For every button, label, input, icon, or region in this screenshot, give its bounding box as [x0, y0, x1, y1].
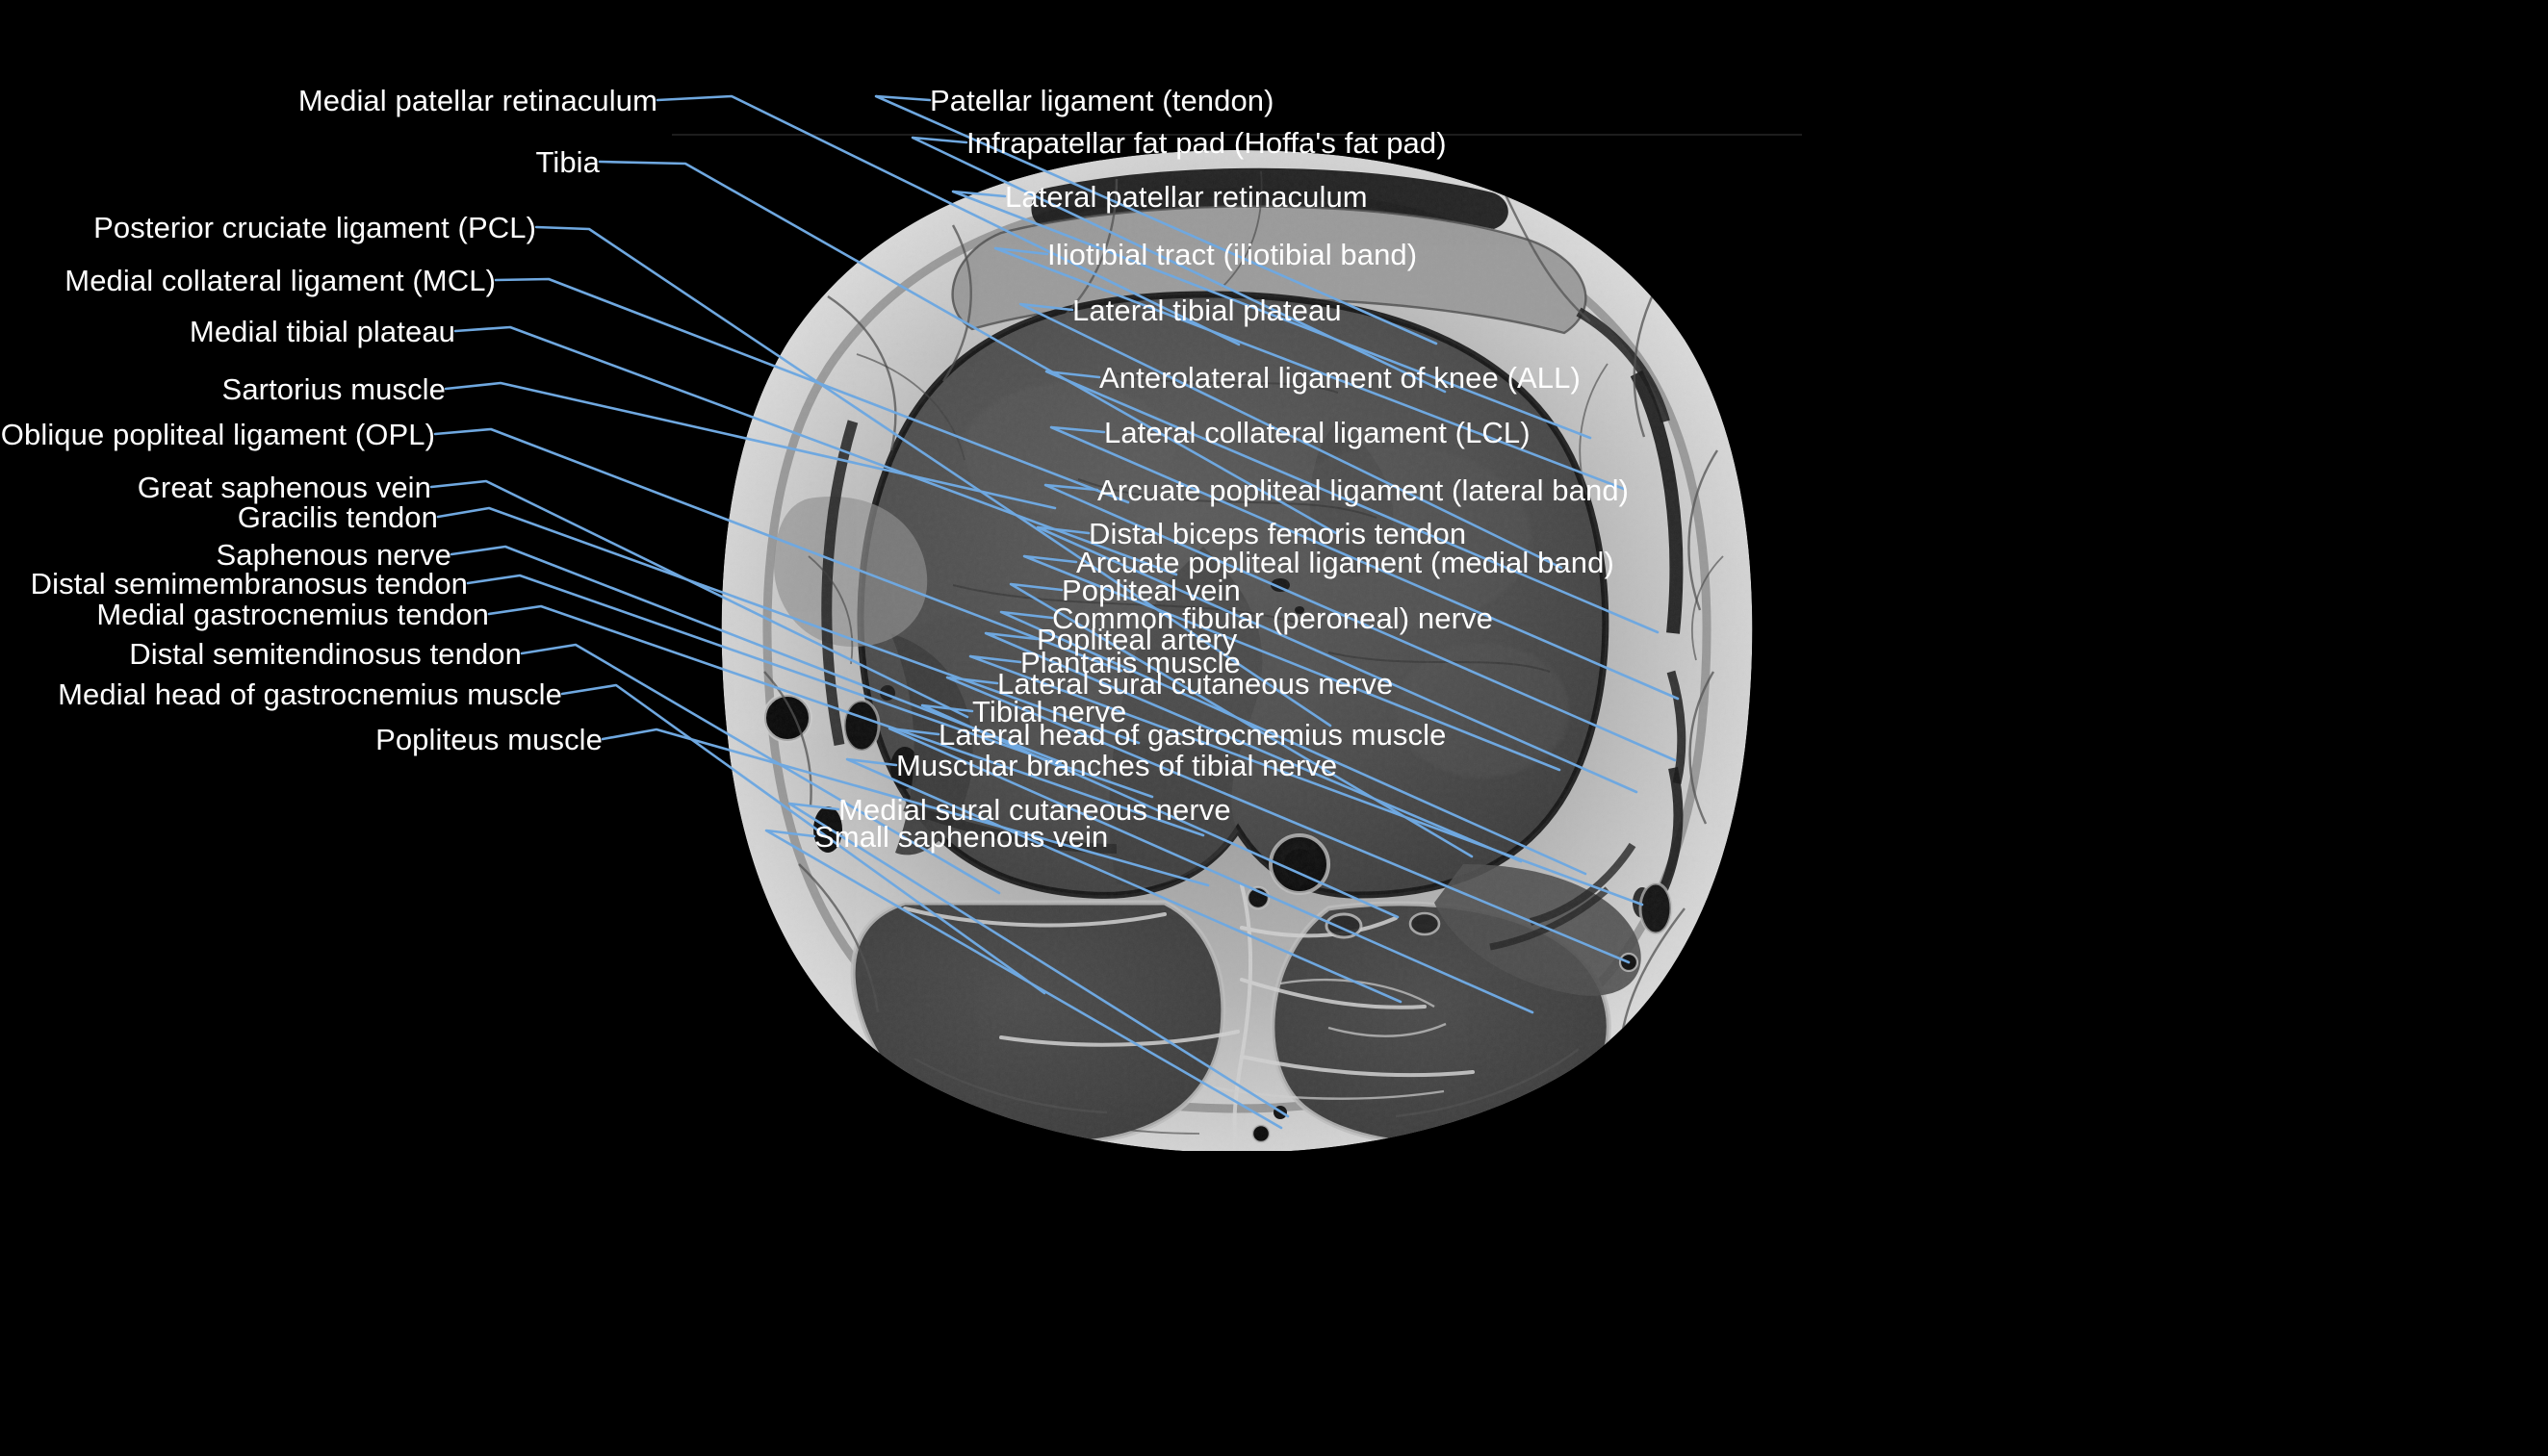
label-anterolateral-ligament: Anterolateral ligament of knee (ALL): [1099, 361, 1581, 395]
label-oblique-popliteal-ligament: Oblique popliteal ligament (OPL): [0, 418, 435, 451]
label-distal-semitendinosus-tendon: Distal semitendinosus tendon: [129, 637, 522, 671]
label-medial-collateral-ligament: Medial collateral ligament (MCL): [64, 264, 496, 297]
label-great-saphenous-vein: Great saphenous vein: [137, 471, 431, 504]
label-medial-patellar-retinaculum: Medial patellar retinaculum: [297, 84, 657, 117]
label-medial-tibial-plateau: Medial tibial plateau: [189, 315, 455, 348]
label-patellar-ligament: Patellar ligament (tendon): [930, 84, 1274, 117]
label-lateral-collateral-ligament: Lateral collateral ligament (LCL): [1104, 416, 1531, 449]
label-arcuate-popliteal-lateral: Arcuate popliteal ligament (lateral band…: [1097, 473, 1630, 507]
label-popliteal-artery: Popliteal artery: [1037, 623, 1238, 656]
label-muscular-branches-tibial-nerve: Muscular branches of tibial nerve: [896, 749, 1338, 782]
label-arcuate-popliteal-medial: Arcuate popliteal ligament (medial band): [1076, 546, 1614, 579]
label-lateral-sural-cutaneous-nerve: Lateral sural cutaneous nerve: [997, 667, 1394, 701]
label-tibia: Tibia: [535, 145, 600, 179]
label-popliteal-vein: Popliteal vein: [1062, 574, 1241, 607]
label-tibial-nerve: Tibial nerve: [972, 695, 1127, 728]
label-small-saphenous-vein: Small saphenous vein: [814, 820, 1109, 854]
label-distal-biceps-femoris-tendon: Distal biceps femoris tendon: [1089, 517, 1467, 550]
label-posterior-cruciate-ligament: Posterior cruciate ligament (PCL): [93, 211, 536, 244]
label-medial-head-gastrocnemius: Medial head of gastrocnemius muscle: [58, 677, 562, 711]
label-iliotibial-tract: Iliotibial tract (iliotibial band): [1047, 238, 1418, 271]
label-common-fibular-nerve: Common fibular (peroneal) nerve: [1052, 601, 1493, 635]
label-lateral-patellar-retinaculum: Lateral patellar retinaculum: [1005, 180, 1368, 214]
label-distal-semimembranosus-tendon: Distal semimembranosus tendon: [30, 567, 468, 600]
label-sartorius-muscle: Sartorius muscle: [221, 372, 446, 406]
label-lateral-head-gastrocnemius: Lateral head of gastrocnemius muscle: [939, 718, 1447, 752]
label-medial-gastrocnemius-tendon: Medial gastrocnemius tendon: [96, 598, 489, 631]
label-popliteus-muscle: Popliteus muscle: [375, 723, 603, 756]
label-gracilis-tendon: Gracilis tendon: [237, 500, 438, 534]
label-saphenous-nerve: Saphenous nerve: [216, 538, 451, 572]
label-infrapatellar-fat-pad: Infrapatellar fat pad (Hoffa's fat pad): [966, 126, 1447, 160]
label-medial-sural-cutaneous-nerve: Medial sural cutaneous nerve: [838, 793, 1231, 827]
label-plantaris-muscle: Plantaris muscle: [1020, 646, 1242, 679]
label-lateral-tibial-plateau: Lateral tibial plateau: [1072, 294, 1342, 327]
